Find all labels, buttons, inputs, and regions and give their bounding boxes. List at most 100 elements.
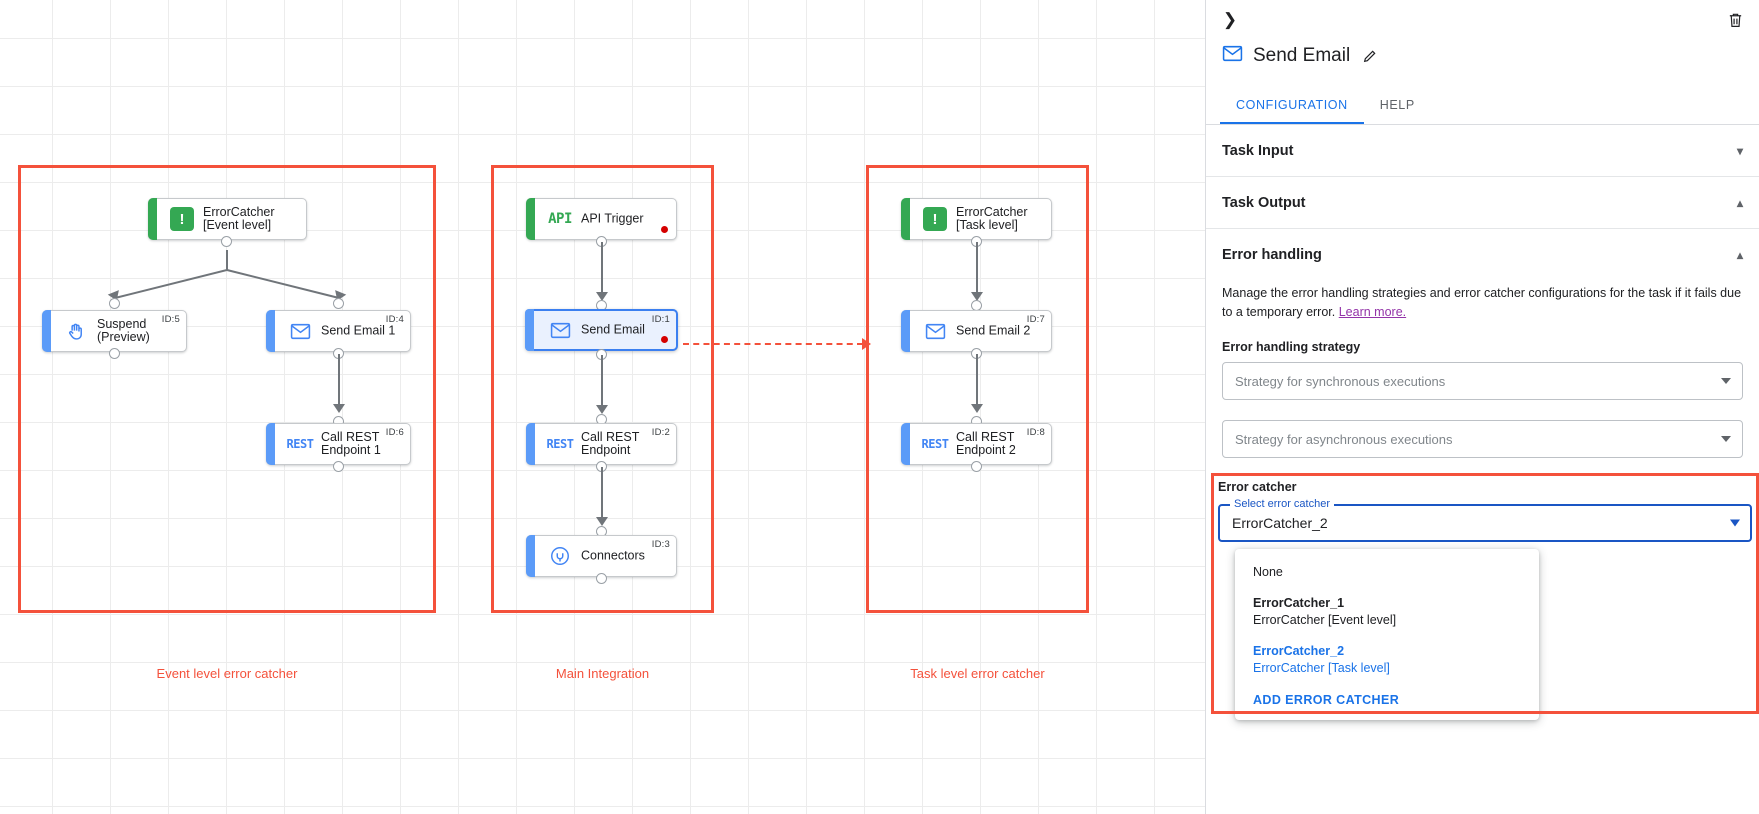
group-box-task-level [866,165,1089,613]
node-accent [525,309,534,351]
error-catcher-title: Error catcher [1218,480,1297,494]
node-suspend-preview[interactable]: Suspend (Preview) ID:5 [42,310,187,352]
node-port-out[interactable] [596,573,607,584]
node-call-rest-endpoint[interactable]: REST Call REST Endpoint ID:2 [526,423,677,465]
tab-configuration[interactable]: CONFIGURATION [1220,88,1364,124]
node-port-in[interactable] [109,298,120,309]
node-api-trigger[interactable]: API API Trigger [526,198,677,240]
tab-help[interactable]: HELP [1379,98,1415,112]
async-strategy-select[interactable]: Strategy for asynchronous executions [1222,420,1743,458]
node-send-email-2[interactable]: Send Email 2 ID:7 [901,310,1052,352]
node-label: ErrorCatcher [Task level] [956,205,1028,232]
async-strategy-value: Strategy for asynchronous executions [1235,431,1453,447]
flow-canvas[interactable]: Event level error catcher ! ErrorCatcher… [0,0,1205,814]
node-call-rest-endpoint-2[interactable]: REST Call REST Endpoint 2 ID:8 [901,423,1052,465]
menu-option-errorcatcher-1[interactable]: ErrorCatcher_1 ErrorCatcher [Event level… [1235,588,1539,636]
error-handling-body: Manage the error handling strategies and… [1222,280,1743,472]
arrowhead [595,292,608,301]
group-caption-task-level: Task level error catcher [910,666,1045,681]
connector-line [600,242,603,298]
node-id: ID:7 [1026,314,1045,325]
node-id: ID:2 [651,427,670,438]
select-error-catcher-label: Select error catcher [1230,498,1334,510]
node-call-rest-endpoint-1[interactable]: REST Call REST Endpoint 1 ID:6 [266,423,411,465]
section-task-input: Task Input ▾ [1206,125,1759,177]
node-port-out[interactable] [109,348,120,359]
error-catcher-block: Error catcher Select error catcher Error… [1218,480,1752,542]
node-accent [901,198,910,240]
group-caption-event-level: Event level error catcher [156,666,298,681]
section-task-output: Task Output ▴ [1206,177,1759,229]
option-name: ErrorCatcher_1 [1253,596,1345,610]
section-error-handling: Error handling ▴ Manage the error handli… [1206,229,1759,472]
error-handling-description: Manage the error handling strategies and… [1222,284,1743,322]
connector-line [337,354,340,410]
chevron-down-icon [1730,519,1740,527]
node-label: Call REST Endpoint 1 [321,430,381,457]
chevron-down-icon: ▾ [1736,143,1743,158]
sync-strategy-select[interactable]: Strategy for synchronous executions [1222,362,1743,400]
error-catcher-dropdown-menu[interactable]: None ErrorCatcher_1 ErrorCatcher [Event … [1235,549,1539,720]
arrowhead [595,517,608,526]
option-name: ErrorCatcher_2 [1253,644,1345,658]
select-error-catcher-field[interactable]: Select error catcher ErrorCatcher_2 [1218,498,1752,542]
node-accent [148,198,157,240]
email-icon [922,318,948,344]
node-label: Call REST Endpoint [581,430,640,457]
node-label: Call REST Endpoint 2 [956,430,1016,457]
chevron-up-icon: ▴ [1736,247,1743,262]
group-box-main-integration [491,165,714,613]
node-connectors[interactable]: Connectors ID:3 [526,535,677,577]
node-accent [526,423,535,465]
node-label: ErrorCatcher [Event level] [203,205,275,232]
node-errorcatcher-event-level[interactable]: ! ErrorCatcher [Event level] [148,198,307,240]
connector-line [600,355,603,411]
menu-option-errorcatcher-2[interactable]: ErrorCatcher_2 ErrorCatcher [Task level] [1235,636,1539,684]
node-accent [901,423,910,465]
delete-task-trash-icon[interactable] [1721,6,1749,34]
node-send-email-1[interactable]: Send Email 1 ID:4 [266,310,411,352]
page-title: Send Email [1253,45,1351,66]
error-route-arrow [683,343,863,345]
node-label: API Trigger [581,211,644,226]
error-indicator-dot [661,226,668,233]
node-port-in[interactable] [333,298,344,309]
panel-topbar: ❯ [1206,0,1759,38]
option-name: None [1253,565,1283,579]
group-box-event-level [18,165,436,613]
rest-icon: REST [546,437,574,451]
node-errorcatcher-task-level[interactable]: ! ErrorCatcher [Task level] [901,198,1052,240]
collapse-panel-chevron-right-icon[interactable]: ❯ [1222,10,1238,29]
section-header-task-output[interactable]: Task Output ▴ [1222,177,1743,228]
chevron-down-icon [1721,436,1731,442]
email-icon [547,317,573,343]
node-send-email-selected[interactable]: Send Email ID:1 [525,309,678,351]
learn-more-link[interactable]: Learn more. [1338,305,1407,319]
menu-option-none[interactable]: None [1235,557,1539,588]
node-accent [266,310,275,352]
node-accent [526,535,535,577]
node-label: Send Email 2 [956,323,1031,338]
node-port-out[interactable] [221,236,232,247]
edit-pencil-icon[interactable] [1362,48,1378,64]
node-accent [42,310,51,352]
node-port-out[interactable] [333,461,344,472]
node-accent [266,423,275,465]
error-handling-strategy-label: Error handling strategy [1222,340,1361,354]
section-header-error-handling[interactable]: Error handling ▴ [1222,229,1743,280]
connector-line [975,354,978,410]
error-indicator-dot [661,336,668,343]
section-label: Task Input [1222,142,1294,159]
node-port-out[interactable] [971,461,982,472]
connector-line [975,242,978,298]
option-sub: ErrorCatcher [Task level] [1253,661,1390,675]
add-error-catcher-button[interactable]: ADD ERROR CATCHER [1253,693,1400,707]
rest-icon: REST [286,437,314,451]
section-header-task-input[interactable]: Task Input ▾ [1222,125,1743,176]
error-catcher-icon: ! [922,206,948,232]
suspend-hand-icon [63,318,89,344]
option-sub: ErrorCatcher [Event level] [1253,613,1397,627]
email-icon [1222,45,1243,67]
chevron-up-icon: ▴ [1736,195,1743,210]
